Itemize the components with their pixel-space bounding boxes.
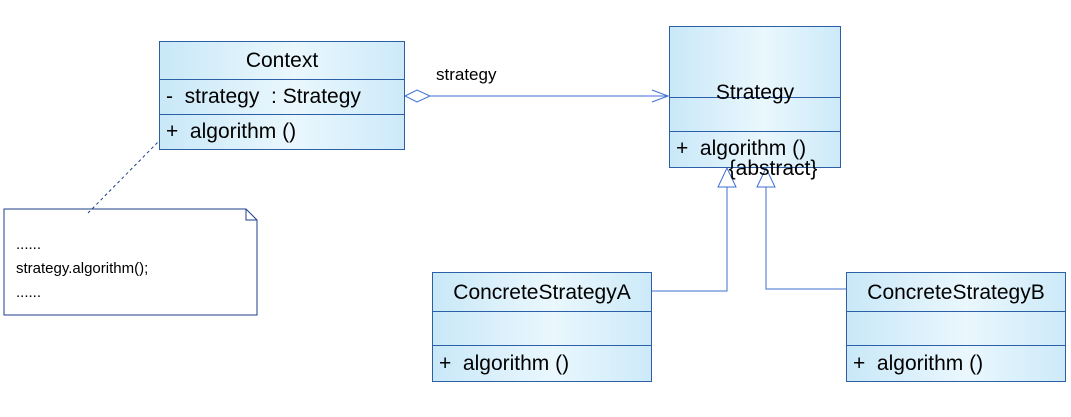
note-shape (3, 208, 258, 316)
class-attributes (847, 311, 1065, 345)
note-line: ...... (16, 236, 42, 253)
class-name-compartment: Strategy {abstract} (670, 27, 840, 180)
class-name: ConcreteStrategyA (453, 281, 631, 304)
class-operations: + algorithm () (670, 131, 840, 169)
class-context[interactable]: Context - strategy : Strategy + algorith… (159, 41, 405, 150)
generalization-b-line (765, 187, 846, 290)
generalization-b-triangle (756, 166, 776, 188)
generalization-a-line (652, 187, 728, 292)
note-line: strategy.algorithm(); (16, 260, 149, 277)
aggregation-diamond (403, 89, 432, 103)
class-attributes: - strategy : Strategy (160, 79, 404, 114)
class-strategy[interactable]: Strategy {abstract} + algorithm () (669, 26, 841, 180)
class-attributes (433, 311, 651, 345)
class-concrete-strategy-a[interactable]: ConcreteStrategyA + algorithm () (432, 272, 652, 382)
code-note: ...... strategy.algorithm(); ...... (4, 209, 257, 315)
class-operations: + algorithm () (847, 345, 1065, 383)
class-name: Strategy (715, 81, 795, 104)
class-concrete-strategy-b[interactable]: ConcreteStrategyB + algorithm () (846, 272, 1066, 382)
association-label: strategy (436, 65, 497, 84)
aggregation-arrowhead (651, 89, 670, 103)
class-operations: + algorithm () (433, 345, 651, 383)
generalization-a-triangle (717, 166, 737, 188)
class-attributes (670, 97, 840, 131)
note-line: ...... (16, 284, 42, 301)
note-fold (245, 209, 257, 221)
class-stereotype: {abstract} (728, 157, 818, 180)
class-name: ConcreteStrategyB (867, 281, 1045, 304)
note-anchor-line (87, 139, 161, 214)
class-name: Context (245, 49, 319, 72)
class-operations: + algorithm () (160, 114, 404, 151)
